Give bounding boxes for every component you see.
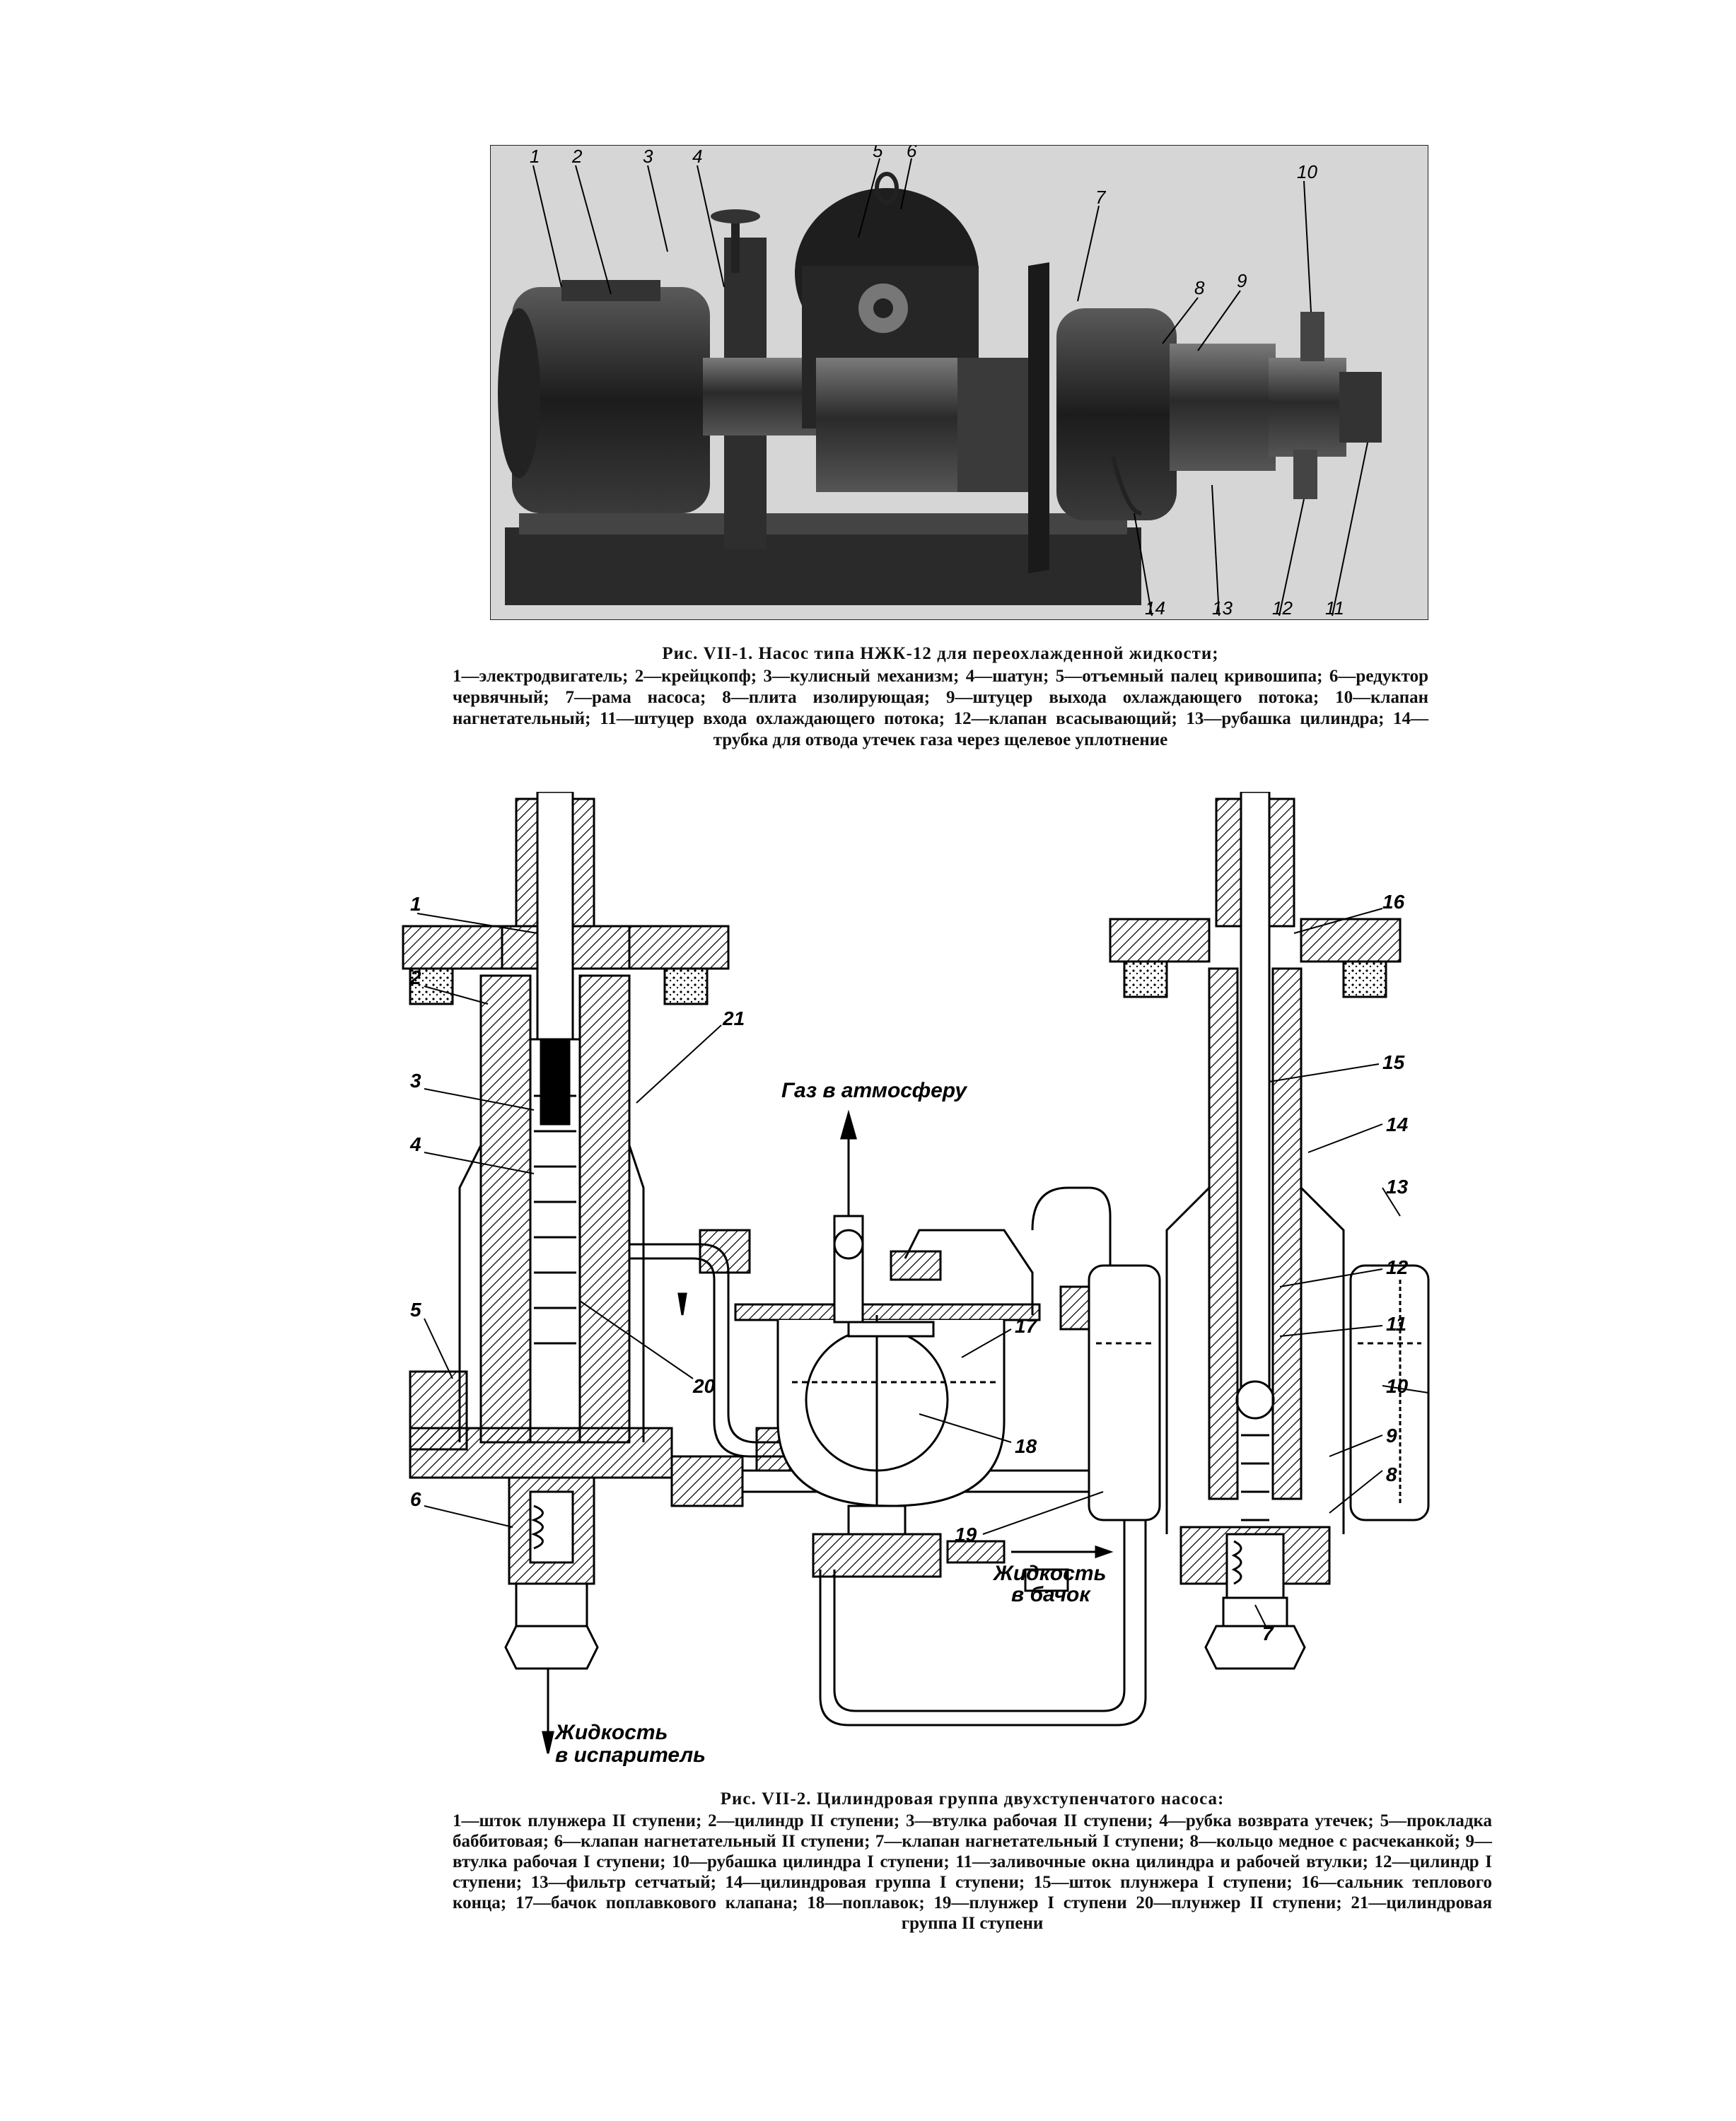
fig1-callout-3: 3 [643, 146, 653, 167]
label-liquid-to-tank-line1: Жидкость [992, 1562, 1106, 1585]
fig2-callout-21: 21 [722, 1007, 745, 1029]
fig1-callout-6: 6 [907, 146, 917, 161]
fig2-callout-5: 5 [410, 1299, 421, 1321]
fig2-callout-1: 1 [410, 893, 421, 915]
fig1-callout-12: 12 [1272, 597, 1293, 619]
fig1-callout-8: 8 [1194, 277, 1205, 298]
fig2-callout-18: 18 [1015, 1435, 1037, 1457]
fig2-callout-13: 13 [1386, 1176, 1409, 1198]
fig2-callout-4: 4 [409, 1133, 421, 1155]
fig2-callout-8: 8 [1386, 1463, 1397, 1485]
fig2-callout-17: 17 [1015, 1315, 1038, 1337]
label-gas-to-atmosphere: Газ в атмосферу [781, 1079, 967, 1102]
fig1-callout-5: 5 [873, 146, 883, 161]
fig2-callout-10: 10 [1386, 1375, 1409, 1397]
fig2-callout-15: 15 [1382, 1051, 1405, 1073]
fig2-callout-11: 11 [1386, 1313, 1406, 1335]
fig2-callout-9: 9 [1386, 1425, 1397, 1447]
figure2-caption: Рис. VII-2. Цилиндровая группа двухступе… [453, 1789, 1492, 1934]
fig2-callout-3: 3 [410, 1070, 421, 1092]
label-liquid-to-tank-line2: в бачок [1011, 1583, 1091, 1606]
fig1-callout-11: 11 [1325, 597, 1344, 619]
fig2-callout-2: 2 [409, 966, 421, 988]
label-liquid-to-evaporator-line2: в испаритель [555, 1743, 706, 1767]
figure1-caption: Рис. VII-1. Насос типа НЖК-12 для переох… [453, 643, 1428, 751]
cylinder-group-drawing: Газ в атмосферу Жидкость в бачок Жидкост… [396, 792, 1443, 1782]
fig2-callout-16: 16 [1382, 891, 1405, 913]
fig2-callout-14: 14 [1386, 1114, 1409, 1135]
figure1-caption-body: 1—электродвигатель; 2—крейцкопф; 3—кулис… [453, 667, 1428, 749]
cylinder-group-illustration: Газ в атмосферу Жидкость в бачок Жидкост… [402, 792, 1430, 1767]
fig1-callout-9: 9 [1237, 270, 1247, 291]
fig1-callout-13: 13 [1212, 597, 1233, 619]
fig1-callout-1: 1 [530, 146, 540, 167]
fig2-callout-12: 12 [1386, 1256, 1409, 1278]
fig1-callout-10: 10 [1297, 161, 1317, 182]
label-liquid-to-evaporator-line1: Жидкость [554, 1721, 668, 1744]
pump-photograph: 1 2 3 4 5 6 7 8 9 10 11 12 13 14 [490, 145, 1428, 620]
fig2-callout-20: 20 [692, 1375, 716, 1397]
fig1-callout-2: 2 [571, 146, 583, 167]
fig1-callout-7: 7 [1095, 187, 1107, 208]
figure2-caption-title: Рис. VII-2. Цилиндровая группа двухступе… [720, 1789, 1225, 1809]
fig1-callout-4: 4 [692, 146, 702, 167]
fig2-callout-19: 19 [955, 1524, 977, 1546]
figure2-caption-body: 1—шток плунжера II ступени; 2—цилиндр II… [453, 1811, 1492, 1933]
fig2-callout-6: 6 [410, 1488, 421, 1510]
pump-photo-illustration: 1 2 3 4 5 6 7 8 9 10 11 12 13 14 [491, 146, 1428, 619]
fig2-callout-7: 7 [1262, 1623, 1274, 1644]
figure1-caption-title: Рис. VII-1. Насос типа НЖК-12 для переох… [662, 644, 1219, 663]
fig1-callout-14: 14 [1145, 597, 1165, 619]
